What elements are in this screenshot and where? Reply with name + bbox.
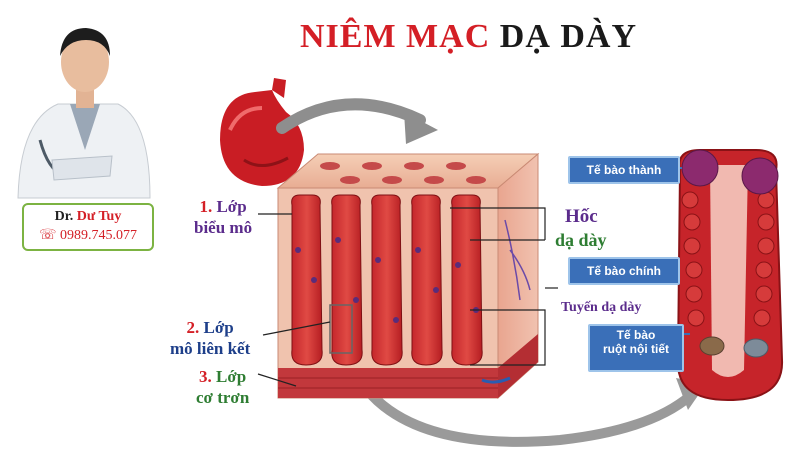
layer-3-line2: cơ trơn bbox=[196, 388, 250, 407]
gland-detail bbox=[646, 149, 784, 402]
title-part-dark: DẠ DÀY bbox=[499, 18, 638, 55]
title-part-red: NIÊM MẠC bbox=[300, 18, 491, 55]
gastric-glands bbox=[291, 194, 483, 366]
layer-1-number: 1. bbox=[199, 197, 213, 216]
stomach-icon bbox=[220, 78, 304, 186]
layer-2-number: 2. bbox=[186, 318, 200, 337]
doctor-name: Dr. Dư Tuy bbox=[24, 209, 152, 225]
arrowhead-top bbox=[404, 112, 438, 144]
layer-1-line1: Lớp bbox=[216, 197, 247, 216]
label-gastric-gland: Tuyến dạ dày bbox=[561, 300, 642, 315]
tissue-block bbox=[276, 152, 540, 400]
label-layer-3: 3. Lớp cơ trơn bbox=[196, 366, 249, 408]
doctor-name-text: Dư Tuy bbox=[76, 209, 122, 224]
doctor-prefix: Dr. bbox=[54, 209, 74, 224]
doctor-phone: ☏ 0989.745.077 bbox=[24, 227, 152, 244]
phone-icon: ☏ bbox=[38, 228, 57, 243]
endocrine-line2: ruột nội tiết bbox=[603, 342, 669, 356]
layer-3-line1: Lớp bbox=[216, 367, 247, 386]
doctor-avatar bbox=[17, 28, 151, 199]
phone-number: 0989.745.077 bbox=[60, 228, 137, 243]
label-layer-2: 2. Lớp mô liên kết bbox=[170, 317, 250, 359]
label-parietal-cell: Tế bào thành bbox=[568, 156, 680, 184]
leader-lines bbox=[257, 207, 558, 387]
layer-2-line1: Lớp bbox=[203, 318, 234, 337]
endocrine-line1: Tế bào bbox=[616, 328, 656, 342]
label-gastric-pit-line2: dạ dày bbox=[555, 230, 607, 250]
page-title: NIÊM MẠC DẠ DÀY bbox=[300, 18, 637, 56]
layer-2-line2: mô liên kết bbox=[170, 339, 251, 358]
layer-1-line2: biểu mô bbox=[194, 218, 253, 237]
layer-3-number: 3. bbox=[199, 367, 212, 386]
doctor-contact-card: Dr. Dư Tuy ☏ 0989.745.077 bbox=[22, 203, 154, 251]
label-layer-1: 1. Lớp biểu mô bbox=[194, 196, 252, 238]
label-gastric-pit-line1: Hốc bbox=[565, 206, 598, 227]
zoom-arrow-top bbox=[276, 98, 426, 134]
label-enteroendocrine-cell: Tế bào ruột nội tiết bbox=[588, 324, 684, 372]
label-chief-cell: Tế bào chính bbox=[568, 257, 680, 285]
